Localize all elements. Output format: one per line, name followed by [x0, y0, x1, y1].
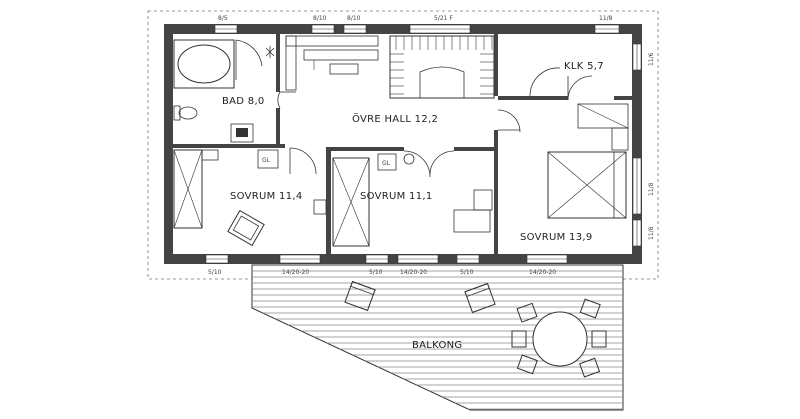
dim-label: 11/8 — [599, 15, 613, 22]
dim-label: 14/20-20 — [400, 269, 427, 276]
dim-label: 11/6 — [648, 52, 655, 66]
bathtub-basin — [177, 44, 231, 84]
dim-label: 8/5 — [218, 15, 228, 22]
gl-label-2: GL — [382, 160, 391, 167]
dim-label: 11/8 — [648, 182, 655, 196]
dim-label: 8/10 — [347, 15, 361, 22]
room-label-sovrum-3: SOVRUM 13,9 — [520, 232, 593, 243]
dim-label: 14/20-20 — [282, 269, 309, 276]
bathtub — [173, 39, 235, 89]
room-label-bad: BAD 8,0 — [222, 96, 265, 107]
balcony-chair — [464, 282, 496, 314]
sink-icon — [230, 123, 254, 143]
room-label-sovrum-1: SOVRUM 11,4 — [230, 191, 303, 202]
klk-fixtures — [529, 67, 593, 101]
windows — [205, 24, 642, 264]
room-label-klk: KLK 5,7 — [564, 61, 604, 72]
balcony-table-set — [511, 298, 607, 378]
gl-label-1: GL — [262, 157, 271, 164]
toilet-icon — [173, 105, 198, 121]
bathroom-fixtures — [173, 39, 296, 143]
dim-label: 5/10 — [460, 269, 474, 276]
dim-label: 8/10 — [313, 15, 327, 22]
dim-label: 5/10 — [369, 269, 383, 276]
dim-label: 5/10 — [208, 269, 222, 276]
room-label-sovrum-2: SOVRUM 11,1 — [360, 191, 433, 202]
shower-icon — [265, 46, 275, 58]
dim-label: 11/8 — [648, 226, 655, 240]
balcony-chair — [344, 280, 376, 312]
dimension-labels: 8/5 8/10 8/10 5/21 F 11/8 11/6 11/8 11/8… — [208, 15, 655, 276]
interior-walls — [173, 34, 632, 254]
bedroom-1-fixtures — [173, 147, 327, 247]
bed — [332, 157, 370, 247]
balcony: BALKONG — [251, 264, 624, 411]
room-label-balkong: BALKONG — [412, 340, 462, 351]
dim-label: 5/21 F — [434, 15, 453, 22]
bedroom-2-fixtures — [332, 150, 493, 247]
hall-railing — [285, 35, 379, 91]
staircase — [389, 35, 495, 99]
bedroom-3-fixtures — [547, 103, 629, 219]
dim-label: 14/20-20 — [529, 269, 556, 276]
bed — [173, 149, 203, 229]
room-label-ovre-hall: ÖVRE HALL 12,2 — [352, 112, 438, 125]
